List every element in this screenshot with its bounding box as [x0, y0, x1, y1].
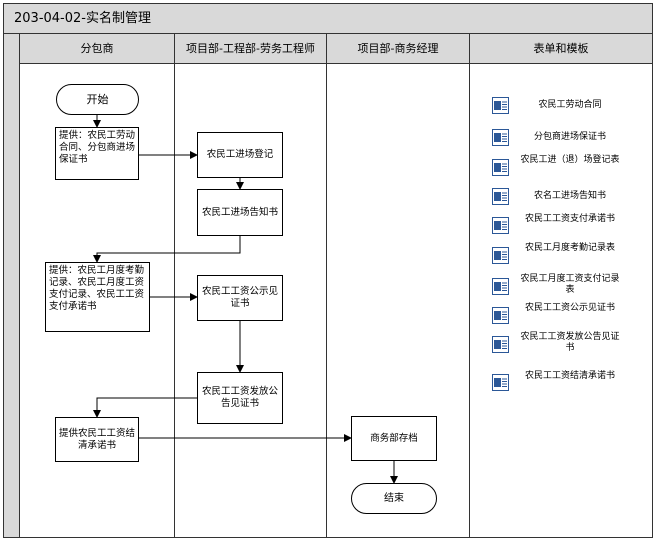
word-doc-icon [492, 278, 509, 295]
wage-public-step: 农民工工资公示见证书 [197, 275, 283, 321]
doc-label: 分包商进场保证书 [533, 132, 606, 142]
archive-step: 商务部存档 [351, 416, 437, 461]
word-doc-icon [492, 188, 509, 205]
wage-pay-step: 农民工工资发放公告见证书 [197, 372, 283, 424]
provide-settlement-step: 提供农民工工资结清承诺书 [55, 417, 139, 462]
register-step: 农民工进场登记 [197, 132, 283, 178]
doc-label: 农民工劳动合同 [538, 100, 602, 110]
lane-header-subcontractor: 分包商 [20, 34, 174, 64]
word-doc-icon [492, 307, 509, 324]
arrow-wagepay-provide3 [93, 397, 197, 418]
word-doc-icon [492, 336, 509, 353]
provide-contract-step: 提供：农民工劳动合同、分包商进场保证书 [55, 127, 139, 180]
word-doc-icon [492, 217, 509, 234]
word-doc-icon [492, 247, 509, 264]
lane-header-business-manager: 项目部-商务经理 [327, 34, 469, 64]
word-doc-icon [492, 97, 509, 114]
arrow-notice-provide2 [93, 236, 241, 263]
lane-header-labor-engineer: 项目部-工程部-劳务工程师 [175, 34, 326, 64]
doc-label: 农民工工资结清承诺书 [524, 371, 615, 381]
doc-label: 农民工工资支付承诺书 [524, 214, 615, 224]
diagram-title: 203-04-02-实名制管理 [4, 4, 652, 34]
provide-records-step: 提供：农民工月度考勤记录、农民工月度工资支付记录、农民工工资支付承诺书 [45, 262, 150, 332]
notice-step: 农民工进场告知书 [197, 189, 283, 236]
doc-label: 农民工月度考勤记录表 [524, 243, 615, 253]
end-node: 结束 [351, 483, 437, 514]
doc-label: 农民工工资发放公告见证书 [520, 332, 620, 353]
lane-header-forms-templates: 表单和模板 [470, 34, 652, 64]
doc-label: 农民工工资公示见证书 [524, 303, 615, 313]
word-doc-icon [492, 374, 509, 391]
lane-business-manager: 项目部-商务经理 [326, 34, 469, 537]
doc-label: 农民工月度工资支付记录表 [520, 274, 620, 295]
doc-label: 农名工进场告知书 [533, 191, 606, 201]
word-doc-icon [492, 159, 509, 176]
start-node: 开始 [56, 84, 139, 115]
doc-label: 农民工进（退）场登记表 [520, 155, 620, 165]
word-doc-icon [492, 129, 509, 146]
